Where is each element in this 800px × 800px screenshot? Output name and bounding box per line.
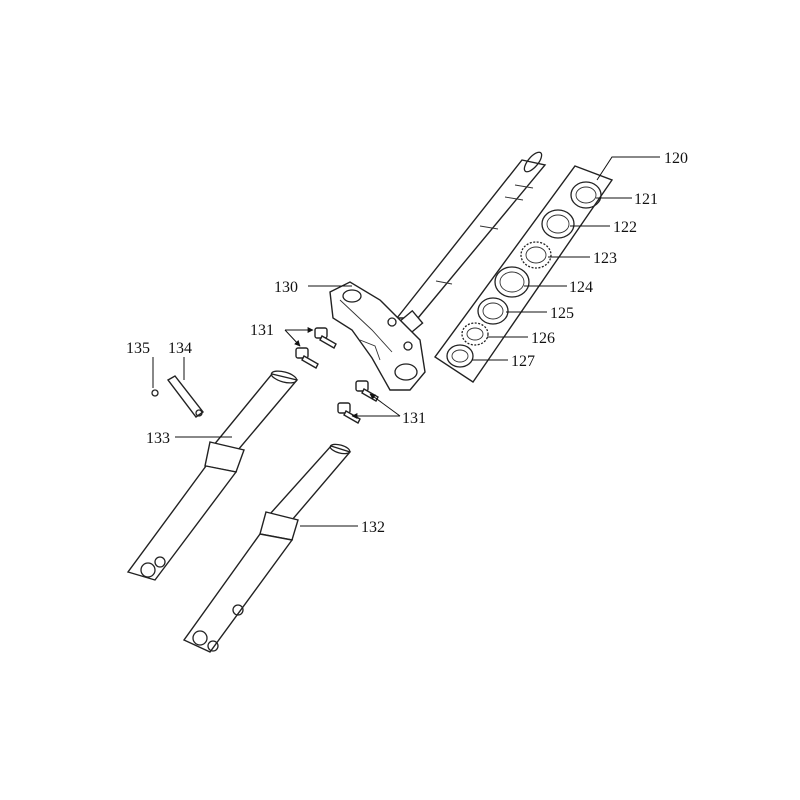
label-121: 121 <box>634 191 658 208</box>
callout-labels: 120 121 122 123 124 125 126 127 130 131 … <box>126 150 688 536</box>
fork-leg-133 <box>126 370 299 581</box>
triple-clamp-130 <box>329 281 426 391</box>
label-127: 127 <box>511 353 535 370</box>
label-131-bottom: 131 <box>402 410 426 427</box>
screw-135 <box>151 389 159 397</box>
bearing-ring-126 <box>461 322 489 346</box>
label-133: 133 <box>146 430 170 447</box>
bolt-131-b <box>295 347 319 369</box>
label-134: 134 <box>168 340 192 357</box>
bearing-ring-123 <box>520 241 552 269</box>
label-130: 130 <box>274 279 298 296</box>
label-123: 123 <box>593 250 617 267</box>
leader-lines <box>152 156 660 527</box>
label-135: 135 <box>126 340 150 357</box>
label-131-top: 131 <box>250 322 274 339</box>
fork-leg-132 <box>182 443 352 653</box>
label-132: 132 <box>361 519 385 536</box>
label-122: 122 <box>613 219 637 236</box>
label-126: 126 <box>531 330 555 347</box>
bearing-ring-127 <box>446 344 474 368</box>
bearing-ring-124 <box>494 266 530 298</box>
label-125: 125 <box>550 305 574 322</box>
label-124: 124 <box>569 279 593 296</box>
bolt-131-d <box>337 402 361 424</box>
bearing-ring-122 <box>541 209 575 239</box>
bearing-ring-125 <box>477 297 509 325</box>
bolt-131-a <box>314 327 337 349</box>
label-120: 120 <box>664 150 688 167</box>
bearing-ring-121 <box>570 181 602 209</box>
bearing-kit-120 <box>434 165 614 383</box>
rod-134 <box>166 375 205 418</box>
